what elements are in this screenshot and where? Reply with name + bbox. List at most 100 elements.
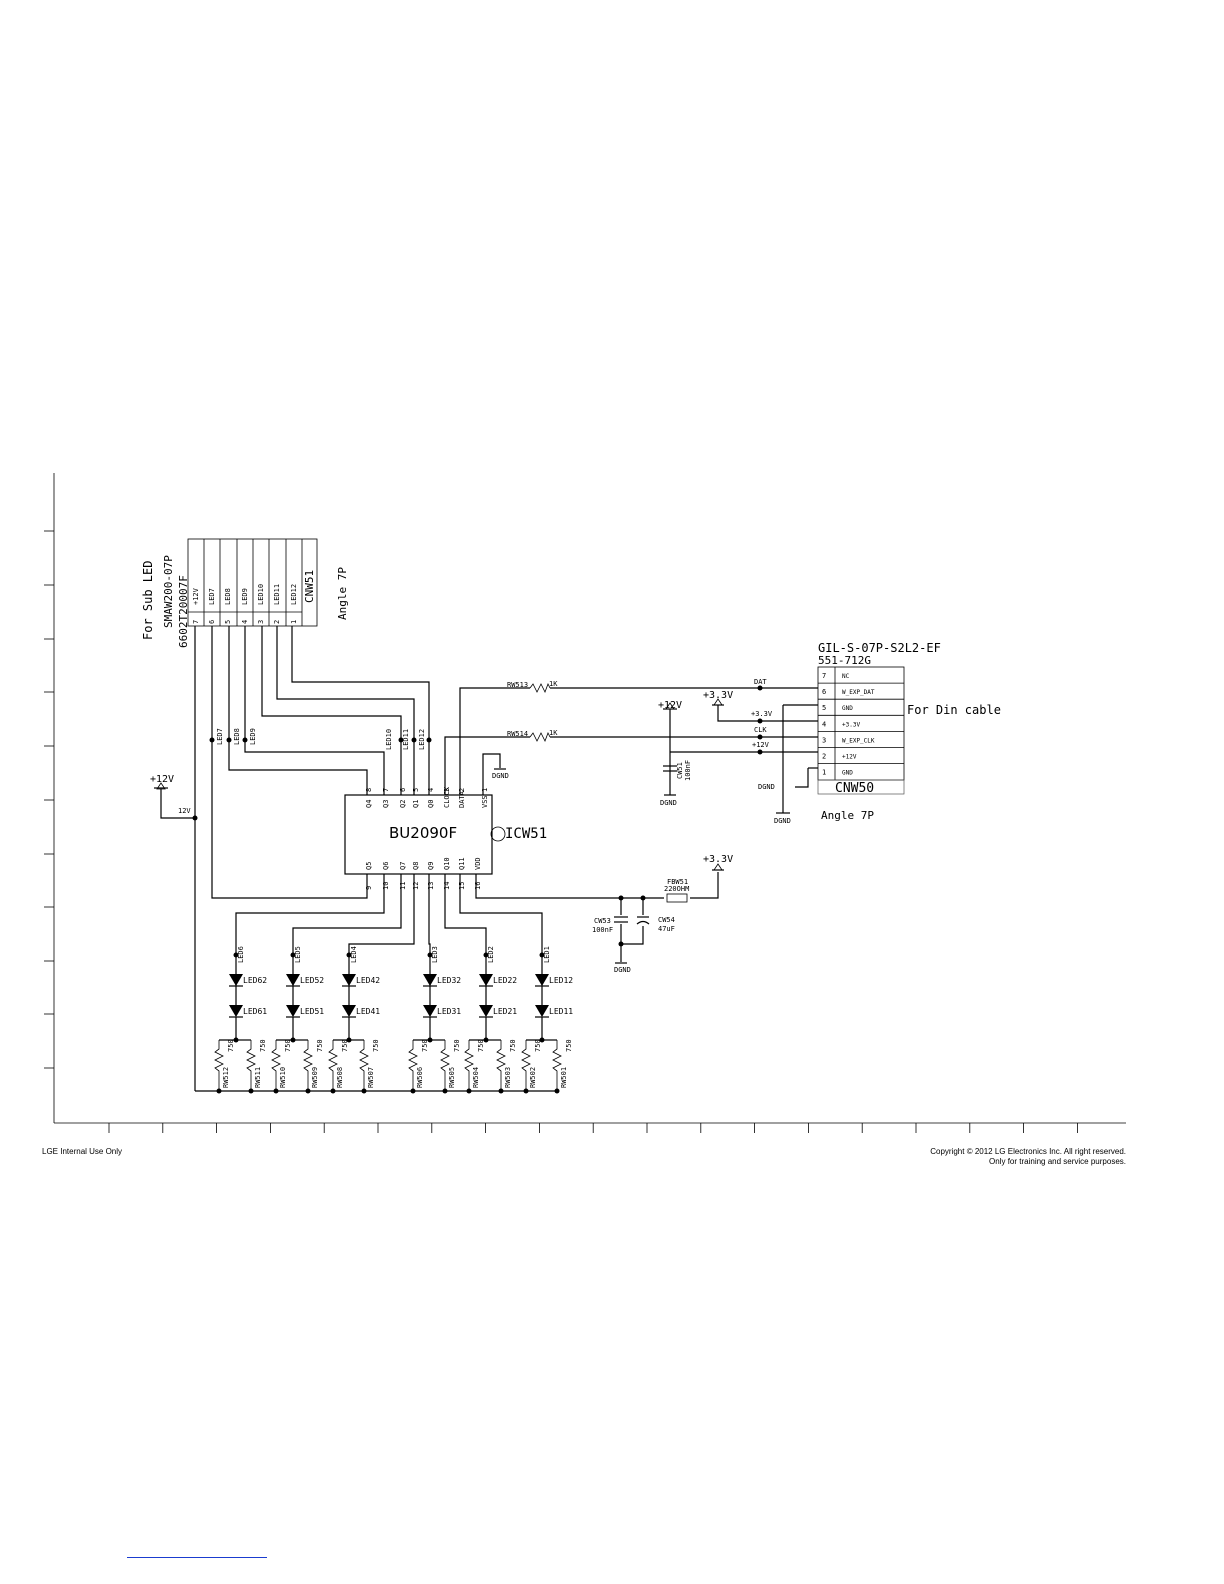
ic-pin-num-4: 4	[427, 788, 435, 792]
cnw50-gnd-label: DGND	[774, 817, 791, 825]
ic-pin-num-1: 1	[481, 788, 489, 792]
cap-cw53-ref: CW53	[594, 917, 611, 925]
net-label-led2: LED2	[487, 946, 495, 963]
vdd-supply-network: +3.3V FBW51 220OHM CW53 100nF CW54 47uF …	[475, 854, 733, 974]
cnw50-signal-5: +12V	[842, 754, 857, 761]
ic-pin-num-8: 8	[365, 788, 373, 792]
res-rw512-value: 750	[227, 1039, 235, 1052]
net-label-12v: +12V	[752, 741, 770, 749]
ic-pin-num-11: 11	[399, 882, 407, 890]
net-label-led6: LED6	[237, 946, 245, 963]
net-label-led5: LED5	[294, 946, 302, 963]
net-label-led8: LED8	[233, 728, 241, 745]
vcc12-label-mid: +12V	[658, 700, 682, 711]
ic-pin-num-15: 15	[458, 882, 466, 890]
cnw51-part2: 6602T20007F	[177, 575, 190, 648]
cnw50-signal-2: GND	[842, 705, 853, 712]
cap-cw51-gnd: DGND	[660, 799, 677, 807]
ic-pin-num-3: 3	[443, 788, 451, 792]
led-led42: LED42	[356, 976, 380, 985]
footer-internal-use: LGE Internal Use Only	[42, 1147, 123, 1156]
ic-pin-num-6: 6	[399, 788, 407, 792]
cnw51-ref: CNW51	[303, 570, 316, 603]
res-rw510-value: 750	[284, 1039, 292, 1052]
cnw50-pin-2: 2	[822, 753, 826, 761]
cnw50-pin-3: 3	[822, 736, 826, 744]
res-rw501-ref: RW501	[560, 1067, 568, 1088]
net-label-led4: LED4	[350, 946, 358, 963]
ic-pin-name-12: Q8	[412, 862, 420, 870]
cnw50-signal-1: W_EXP_DAT	[842, 689, 875, 696]
cap-cw51-value: 100nF	[684, 760, 692, 781]
net-label-led10: LED10	[385, 729, 393, 750]
ic-pin-num-5: 5	[412, 788, 420, 792]
net-label-led1: LED1	[543, 946, 551, 963]
res-rw513-ref: RW513	[507, 681, 528, 689]
res-rw504-ref: RW504	[472, 1067, 480, 1088]
ic-pin-name-9: Q5	[365, 862, 373, 870]
net-label-led12: LED12	[418, 729, 426, 750]
net-label-led11: LED11	[402, 729, 410, 750]
ic-pin-name-10: Q6	[382, 862, 390, 870]
cnw50-pin-1: 1	[822, 769, 826, 777]
ic-pin-name-13: Q9	[427, 862, 435, 870]
cnw50-signal-3: +3.3V	[842, 721, 860, 728]
cnw50-pin-6: 6	[822, 688, 826, 696]
cnw51-signal-4: LED10	[257, 584, 265, 605]
cnw51-pin-3: 3	[257, 620, 265, 624]
ic-pin-num-7: 7	[382, 788, 390, 792]
res-rw508-ref: RW508	[336, 1067, 344, 1088]
ferrite-value: 220OHM	[664, 885, 689, 893]
ferrite-ref: FBW51	[667, 878, 688, 886]
res-rw505-ref: RW505	[448, 1067, 456, 1088]
cnw51-pin-1: 1	[290, 620, 298, 624]
res-rw502-value: 750	[534, 1039, 542, 1052]
cnw50-pin-7: 7	[822, 672, 826, 680]
net-label-33v: +3.3V	[751, 710, 773, 718]
net-label-led3: LED3	[431, 946, 439, 963]
cnw50-pin-4: 4	[822, 720, 826, 728]
res-rw501-value: 750	[565, 1039, 573, 1052]
res-rw507-ref: RW507	[367, 1067, 375, 1088]
cnw51-caption: For Sub LED	[141, 561, 155, 640]
cnw50-type: Angle 7P	[821, 809, 874, 822]
vcc12-net-label: 12V	[178, 807, 191, 815]
ic-pin-num-13: 13	[427, 882, 435, 890]
cnw51-pin-2: 2	[273, 620, 281, 624]
led-array: LED6LED62LED61RW512750RW511750LED5LED52L…	[195, 874, 573, 1094]
cnw51-pin-7: 7	[192, 620, 200, 624]
led-led22: LED22	[493, 976, 517, 985]
ic-pin-num-12: 12	[412, 882, 420, 890]
footer-copyright-line2: Only for training and service purposes.	[989, 1157, 1126, 1166]
res-rw513-value: 1K	[549, 680, 558, 688]
cnw51-part1: SMAW200-07P	[162, 555, 175, 628]
ic-pin-name-14: Q10	[443, 857, 451, 870]
res-rw503-ref: RW503	[504, 1067, 512, 1088]
res-rw507-value: 750	[372, 1039, 380, 1052]
cnw50-signal-4: W_EXP_CLK	[842, 737, 875, 744]
footer-copyright: Copyright © 2012 LG Electronics Inc. All…	[930, 1147, 1126, 1167]
led-led51: LED51	[300, 1007, 324, 1016]
ic-pin-num-10: 10	[382, 882, 390, 890]
ic-pin-name-7: Q3	[382, 800, 390, 808]
ic-pin-name-11: Q7	[399, 862, 407, 870]
cnw51-signal-1: LED7	[208, 588, 216, 605]
cap-cw53-value: 100nF	[592, 926, 613, 934]
net-label-clk: CLK	[754, 726, 767, 734]
ic-pin-num-14: 14	[443, 882, 451, 890]
cnw51-pin-5: 5	[224, 620, 232, 624]
res-rw508-value: 750	[341, 1039, 349, 1052]
res-rw511-value: 750	[259, 1039, 267, 1052]
led-led21: LED21	[493, 1007, 517, 1016]
res-rw511-ref: RW511	[254, 1067, 262, 1088]
cap-cw54-ref: CW54	[658, 916, 675, 924]
wiring-ic-cnw50: DAT +3.3V CLK +12V +3.3V +12V CW51 100nF…	[444, 678, 818, 825]
cnw51-signal-6: LED12	[290, 584, 298, 605]
